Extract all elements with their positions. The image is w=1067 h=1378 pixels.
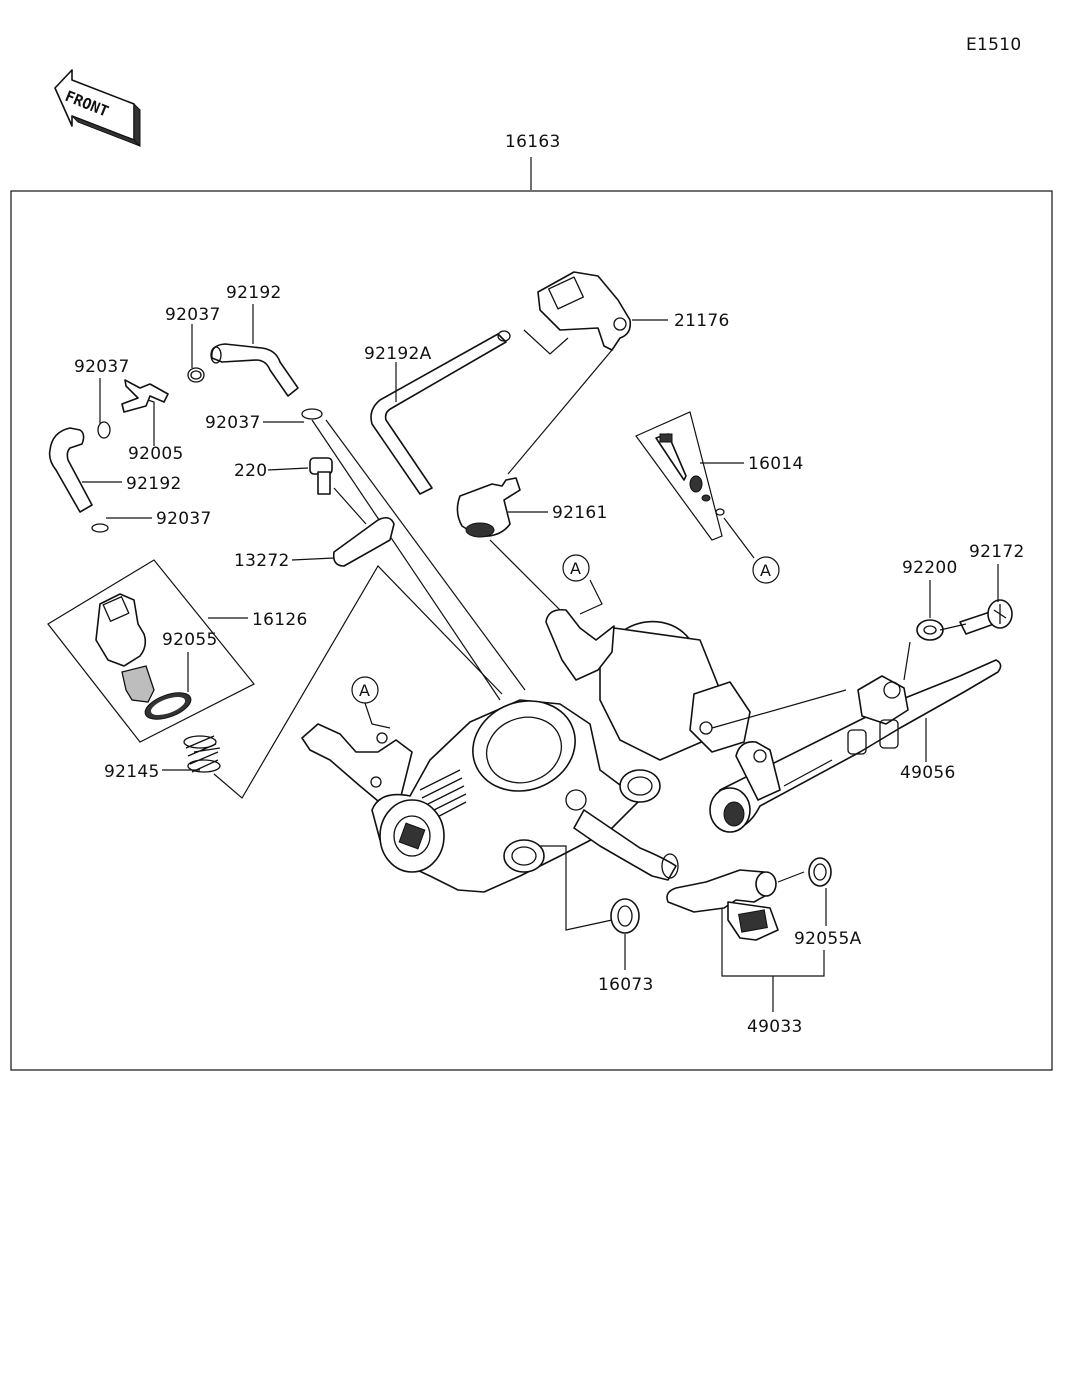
hose-92192A xyxy=(370,330,511,495)
part-label-92037-c: 92037 xyxy=(205,413,261,433)
clamp-92037-c xyxy=(301,408,323,420)
svg-text:A: A xyxy=(570,559,581,578)
tee-fitting-92005 xyxy=(121,379,169,413)
svg-text:A: A xyxy=(359,681,370,700)
throttle-body xyxy=(301,608,751,893)
bolt-92172 xyxy=(959,599,1013,635)
part-label-92055A: 92055A xyxy=(794,929,862,949)
ref-marker-a-right: A xyxy=(752,556,780,584)
part-label-92172: 92172 xyxy=(969,542,1025,562)
diagram-code: E1510 xyxy=(966,35,1022,55)
svg-text:A: A xyxy=(760,561,771,580)
part-label-92145: 92145 xyxy=(104,762,160,782)
part-label-92037-d: 92037 xyxy=(156,509,212,529)
part-label-13272: 13272 xyxy=(234,551,290,571)
group-frame-16126 xyxy=(47,559,255,743)
part-label-92161: 92161 xyxy=(552,503,608,523)
part-label-92005: 92005 xyxy=(128,444,184,464)
o-ring-16073 xyxy=(610,898,640,934)
hose-92192-top xyxy=(210,343,299,397)
o-ring-92055 xyxy=(144,692,192,720)
part-label-92037-a: 92037 xyxy=(165,305,221,325)
sensor-21176 xyxy=(537,271,632,351)
part-label-49033: 49033 xyxy=(747,1017,803,1037)
part-label-49056: 49056 xyxy=(900,763,956,783)
spring-92145 xyxy=(183,735,221,773)
front-arrow-icon: FRONT xyxy=(54,69,141,148)
part-label-92037-b: 92037 xyxy=(74,357,130,377)
ref-marker-a-left: A xyxy=(351,676,379,704)
part-label-16014: 16014 xyxy=(748,454,804,474)
fuel-rail-49056 xyxy=(709,659,1002,833)
o-ring-92055A xyxy=(808,857,832,887)
clamp-92037-d xyxy=(91,523,109,533)
clamp-92037-b xyxy=(97,421,111,439)
bracket-13272 xyxy=(332,516,395,567)
part-label-92192A: 92192A xyxy=(364,344,432,364)
sensor-16126 xyxy=(95,593,155,703)
hose-92192-left xyxy=(48,427,93,513)
part-label-21176: 21176 xyxy=(674,311,730,331)
screw-set-16014 xyxy=(635,411,725,541)
part-label-92192-top: 92192 xyxy=(226,283,282,303)
ref-marker-a-mid: A xyxy=(562,554,590,582)
injector-49033 xyxy=(666,869,779,941)
part-label-92200: 92200 xyxy=(902,558,958,578)
assembly-label: 16163 xyxy=(505,132,561,152)
clamp-92037-a xyxy=(187,367,205,383)
part-label-92192-left: 92192 xyxy=(126,474,182,494)
sensor-92161 xyxy=(456,477,521,538)
washer-92200 xyxy=(916,619,944,641)
part-label-92055: 92055 xyxy=(162,630,218,650)
part-label-16126: 16126 xyxy=(252,610,308,630)
part-label-16073: 16073 xyxy=(598,975,654,995)
assembly-frame xyxy=(10,190,1053,1071)
hose-leader xyxy=(311,419,501,701)
bolt-220 xyxy=(309,457,333,495)
part-label-220: 220 xyxy=(234,461,267,481)
